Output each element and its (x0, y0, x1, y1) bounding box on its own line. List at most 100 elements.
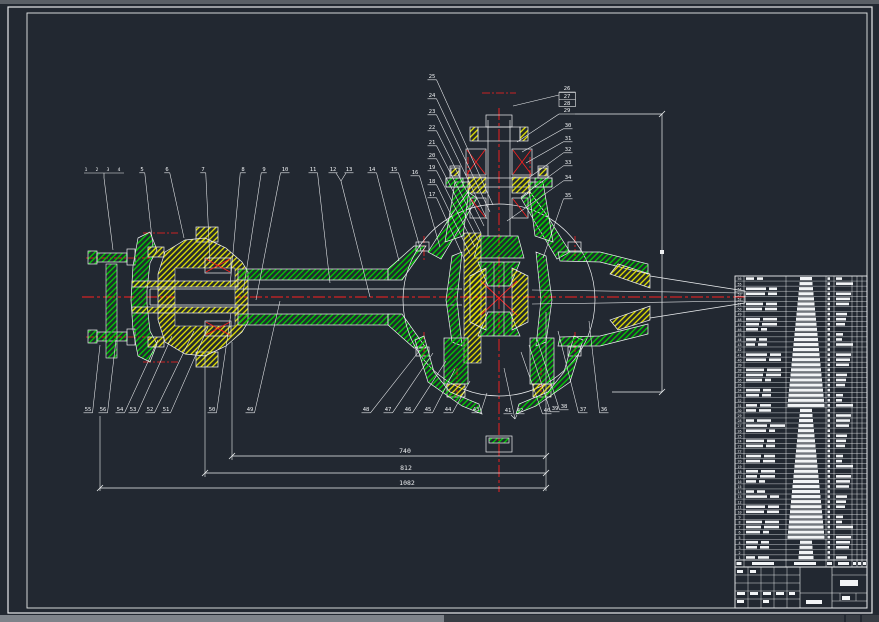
text-block (796, 449, 816, 453)
bom-row-number: 47 (737, 323, 741, 327)
window-top-edge (0, 0, 879, 4)
text-block (789, 383, 823, 387)
text-block (758, 556, 769, 559)
scrollbar-notch (844, 615, 846, 622)
bom-row-number: 22 (737, 450, 741, 454)
text-block (827, 338, 830, 341)
callout-50: 50 (209, 407, 216, 413)
bom-row: 41 (735, 353, 867, 358)
bom-row: 52 (735, 297, 867, 302)
callout-19: 19 (429, 165, 436, 171)
line (398, 172, 422, 252)
bom-row-number: 9 (738, 515, 740, 519)
line (103, 177, 114, 251)
bom-row-number: 36 (737, 379, 741, 383)
text-block (746, 388, 760, 392)
text-block (746, 439, 764, 443)
text-block (767, 368, 781, 372)
text-block (827, 378, 830, 382)
callout-35: 35 (565, 193, 572, 199)
text-block (760, 475, 775, 478)
text-block (827, 398, 830, 402)
text-block (766, 373, 781, 377)
bom-row-number: 31 (737, 404, 741, 408)
bom-row: 19 (735, 464, 867, 469)
bom-row: 2 (735, 550, 867, 556)
line (242, 172, 262, 294)
text-block (827, 333, 830, 336)
part-shape (131, 280, 239, 288)
line (531, 289, 744, 294)
callout-7: 7 (201, 167, 204, 173)
text-block (836, 317, 846, 321)
text-block (766, 302, 777, 306)
line (542, 469, 550, 477)
text-block (827, 404, 830, 407)
text-block (827, 480, 830, 483)
text-block (776, 592, 784, 595)
callout-43: 43 (473, 407, 480, 413)
callout-42: 42 (517, 408, 524, 414)
text-block (799, 545, 813, 549)
line (503, 367, 516, 420)
bom-row-number: 28 (737, 419, 741, 423)
bom-row-number: 30 (737, 409, 741, 413)
callout-40: 40 (544, 408, 551, 414)
text-block (798, 424, 814, 428)
text-block (836, 424, 849, 427)
text-block (836, 373, 847, 377)
text-block (746, 409, 756, 412)
dim-node (660, 250, 664, 254)
text-block (827, 540, 830, 544)
horizontal-scrollbar[interactable] (0, 615, 879, 622)
bom-row-number: 38 (737, 368, 741, 372)
bom-row-number: 11 (737, 505, 741, 509)
line (649, 302, 746, 319)
bom-row-number: 24 (737, 439, 741, 443)
text-block (790, 373, 822, 377)
text-block (797, 434, 815, 438)
line (536, 338, 560, 410)
text-block (836, 434, 847, 438)
bom-row-number: 53 (737, 292, 741, 296)
bom-row-number: 23 (737, 445, 741, 449)
bom-row: 38 (735, 368, 867, 373)
bom-row-number: 32 (737, 399, 741, 403)
text-block (746, 480, 756, 483)
callout-47: 47 (385, 407, 392, 413)
bom-row: 36 (735, 378, 867, 383)
line (436, 98, 491, 213)
bom-row-number: 50 (737, 308, 741, 312)
line (205, 321, 231, 336)
title-block (734, 566, 868, 609)
text-block (836, 520, 842, 524)
text-block (746, 510, 764, 514)
bom-row: 13 (735, 495, 867, 500)
line (205, 172, 211, 264)
bom-row-number: 21 (737, 455, 741, 459)
bom-row-number: 4 (738, 541, 740, 545)
callout-46: 46 (405, 407, 412, 413)
line (340, 180, 371, 298)
text-block (827, 530, 830, 534)
part-shape (131, 306, 239, 314)
text-block (763, 530, 769, 534)
text-block (746, 322, 759, 326)
line (512, 94, 560, 107)
bom-row-number: 43 (737, 343, 741, 347)
callout-16: 16 (412, 170, 419, 176)
line (169, 172, 185, 239)
text-block (737, 592, 745, 595)
text-block (827, 282, 830, 285)
bom-row-number: 17 (737, 475, 741, 479)
line (520, 351, 543, 414)
text-block (788, 525, 824, 529)
bom-row: 7 (735, 525, 867, 530)
text-block (798, 429, 814, 433)
scrollbar-thumb[interactable] (0, 615, 444, 622)
bom-row: 10 (735, 510, 867, 515)
line (436, 184, 471, 255)
bom-row-number: 13 (737, 495, 741, 499)
